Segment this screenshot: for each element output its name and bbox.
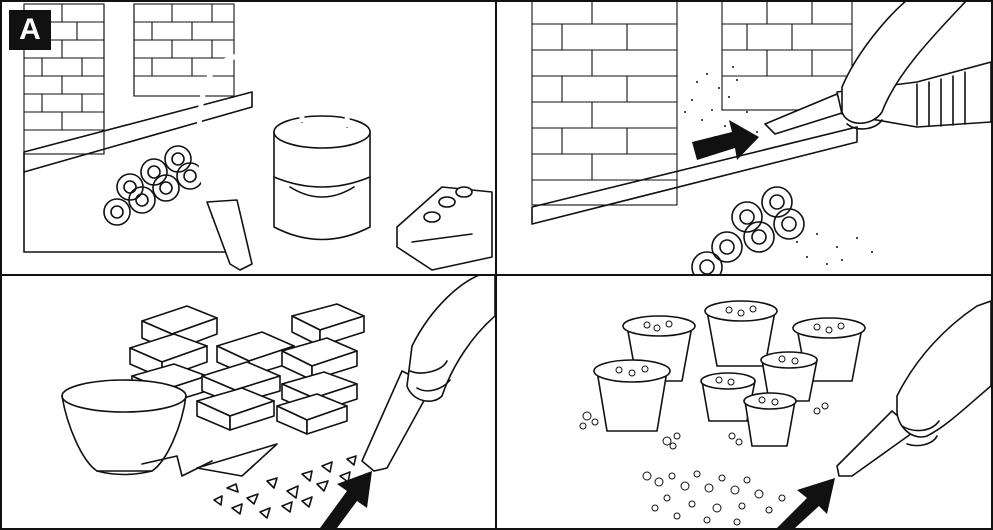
figure-label: A	[9, 10, 51, 50]
vacuum-fireplace-ash-icon	[497, 2, 991, 274]
vacuum-bricks-rubble-icon	[2, 276, 495, 528]
panel-vacuum-setup: A	[2, 2, 495, 274]
panel-vacuum-fireplace	[497, 2, 991, 274]
panel-vacuum-flowerpots	[497, 276, 991, 528]
panel-vacuum-rubble	[2, 276, 495, 528]
vacuum-flowerpots-soil-icon	[497, 276, 991, 528]
ash-vacuum-fireplace-icon	[2, 2, 495, 274]
